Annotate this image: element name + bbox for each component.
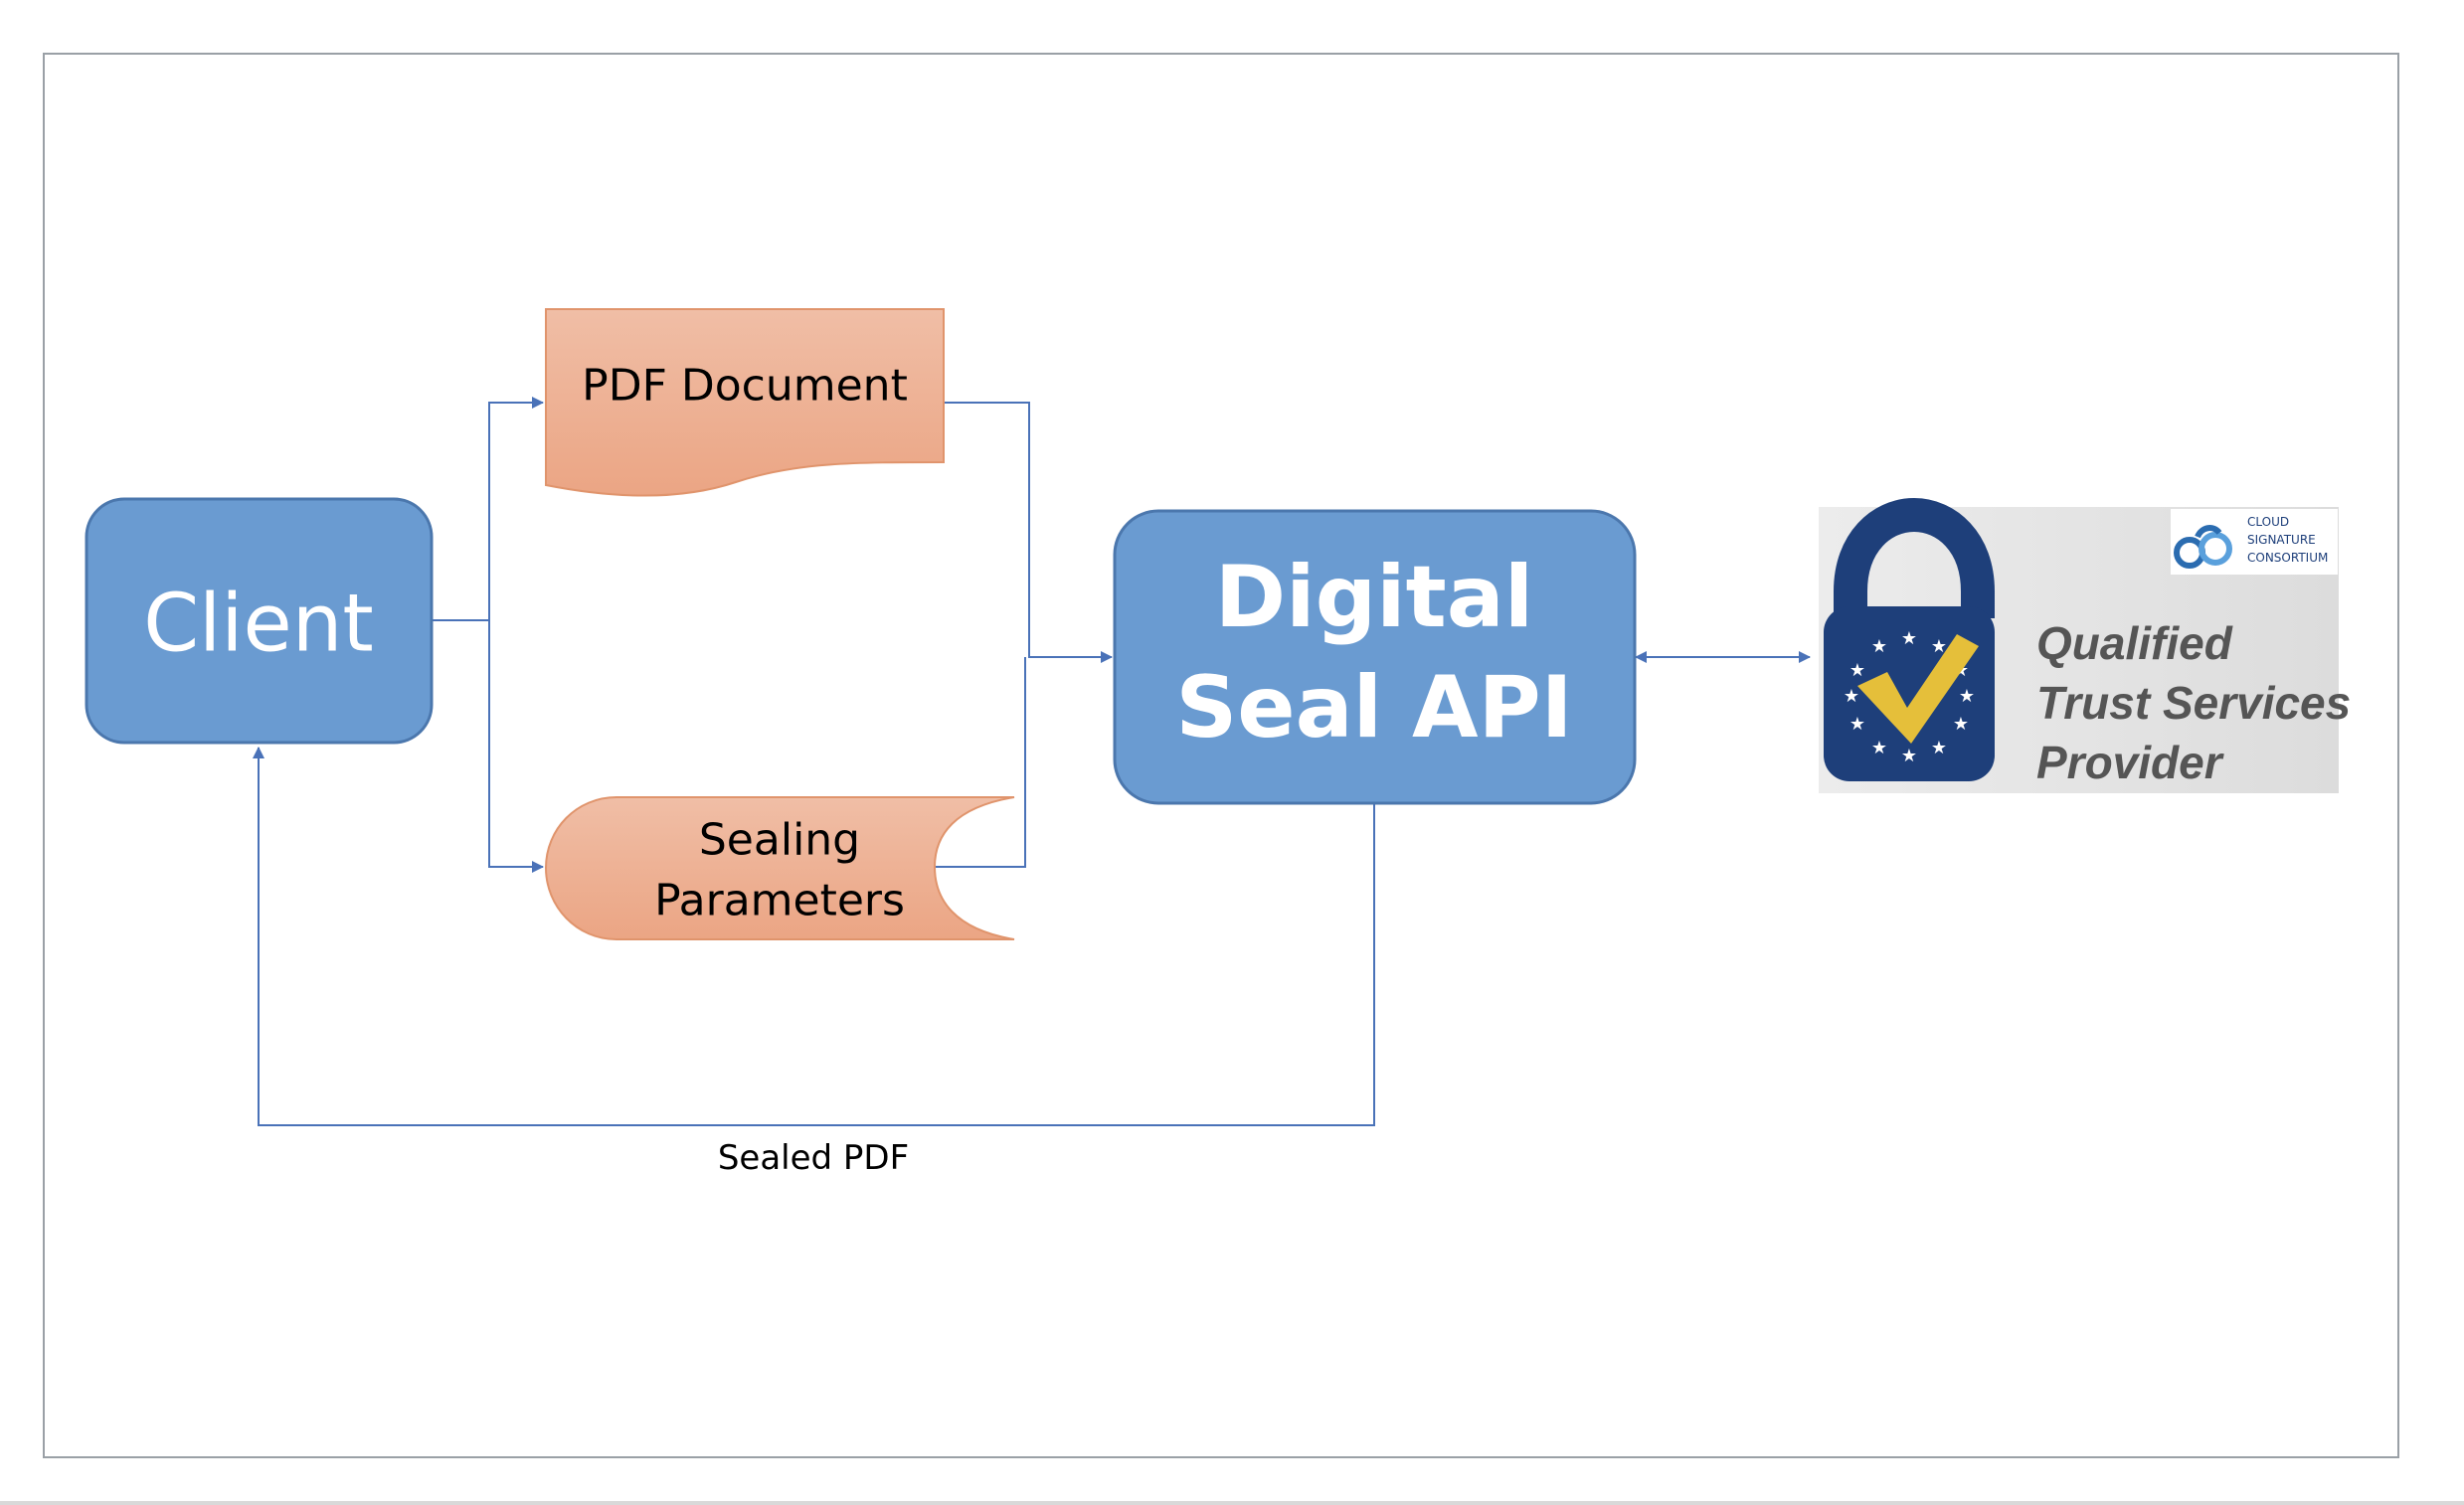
- client-node: Client: [85, 497, 434, 745]
- svg-text:★: ★: [1901, 628, 1917, 649]
- qualified-trust-services-badge: ★ ★ ★ ★ ★ ★ ★ ★ ★ ★ ★ ★ CLOU: [1819, 497, 2351, 793]
- svg-text:★: ★: [1931, 738, 1947, 758]
- svg-text:★: ★: [1871, 636, 1887, 657]
- bottom-rule: [0, 1501, 2464, 1505]
- sealing-parameters-line2: Parameters: [654, 876, 905, 926]
- cloud-signature-consortium-logo: CLOUD SIGNATURE CONSORTIUM: [2171, 509, 2338, 575]
- svg-text:★: ★: [1901, 746, 1917, 766]
- svg-text:★: ★: [1849, 714, 1865, 735]
- svg-text:★: ★: [1849, 660, 1865, 681]
- cloud-icon: [2174, 525, 2232, 569]
- pdf-document-label: PDF Document: [582, 361, 908, 412]
- connectors: [253, 397, 1811, 1126]
- digital-seal-api-line2: Seal API: [1175, 658, 1572, 757]
- padlock-icon: ★ ★ ★ ★ ★ ★ ★ ★ ★ ★ ★ ★: [1824, 497, 1995, 781]
- edge-api-to-client: [253, 747, 1375, 1126]
- consortium-line3: CONSORTIUM: [2247, 551, 2328, 565]
- sealing-parameters-node: Sealing Parameters: [544, 796, 1015, 940]
- sealing-parameters-line1: Sealing: [699, 815, 860, 866]
- sealed-pdf-label: Sealed PDF: [718, 1138, 909, 1178]
- edge-client-to-pdf: [432, 397, 544, 621]
- edge-params-to-api: [935, 657, 1026, 868]
- badge-title-line1: Qualified: [2036, 617, 2233, 669]
- diagram-frame: [43, 53, 2399, 1458]
- consortium-line1: CLOUD: [2247, 515, 2289, 529]
- badge-title-line3: Provider: [2036, 737, 2224, 788]
- digital-seal-api-line1: Digital: [1215, 548, 1534, 647]
- svg-text:★: ★: [1953, 714, 1969, 735]
- svg-text:★: ★: [1959, 686, 1975, 707]
- digital-seal-api-node: Digital Seal API: [1113, 509, 1637, 805]
- client-label: Client: [143, 578, 374, 670]
- svg-text:★: ★: [1844, 686, 1859, 707]
- svg-text:★: ★: [1931, 636, 1947, 657]
- svg-text:★: ★: [1871, 738, 1887, 758]
- edge-pdf-to-api: [944, 402, 1113, 663]
- badge-title-line2: Trust Services: [2036, 677, 2351, 729]
- consortium-line2: SIGNATURE: [2247, 533, 2316, 547]
- pdf-document-node: PDF Document: [545, 308, 945, 497]
- checkmark-icon: [1857, 634, 1979, 744]
- edge-client-to-params: [488, 620, 544, 873]
